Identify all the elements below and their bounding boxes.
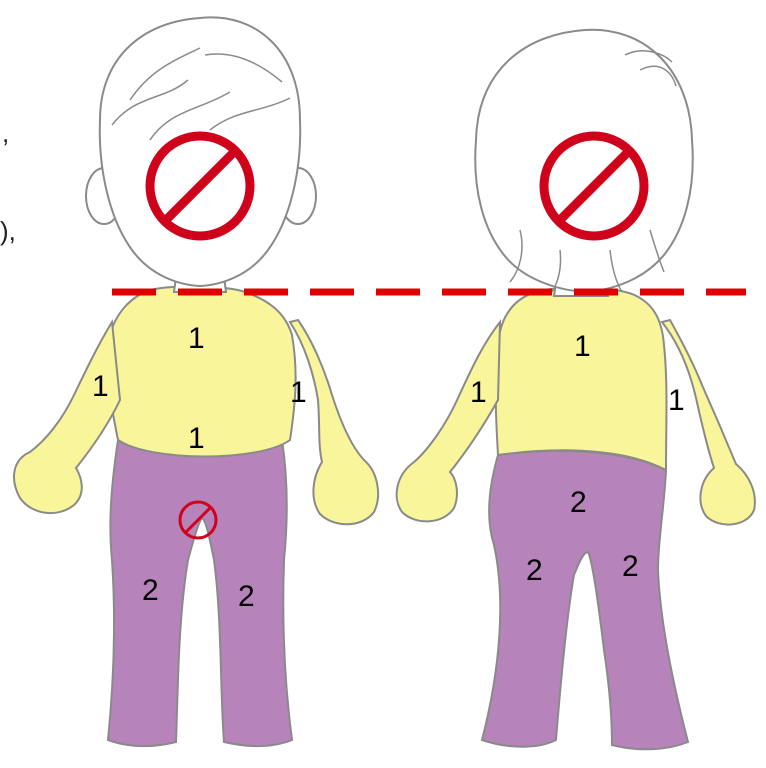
back-right-leg-label: 2 [622,552,639,582]
front-hair [100,17,300,286]
front-right-arm [290,320,378,524]
margin-mark-1: , [2,120,9,146]
front-abdomen-label: 1 [188,424,205,454]
margin-mark-2: ), [0,218,16,244]
back-left-leg-label: 2 [526,556,543,586]
front-right-arm-label: 1 [290,378,307,408]
back-left-arm-label: 1 [470,378,487,408]
front-left-arm-label: 1 [92,372,109,402]
back-right-arm-label: 1 [668,386,685,416]
back-left-arm [397,322,500,521]
front-chest-label: 1 [188,324,205,354]
back-upper-back-label: 1 [574,332,591,362]
back-hair [475,30,693,292]
front-left-leg-label: 2 [142,576,159,606]
back-torso [496,288,667,470]
back-buttocks-label: 2 [570,488,587,518]
front-left-arm [14,322,120,513]
back-right-arm [662,320,755,525]
front-right-leg-label: 2 [238,582,255,612]
front-legs [108,440,292,746]
front-figure [14,17,378,746]
